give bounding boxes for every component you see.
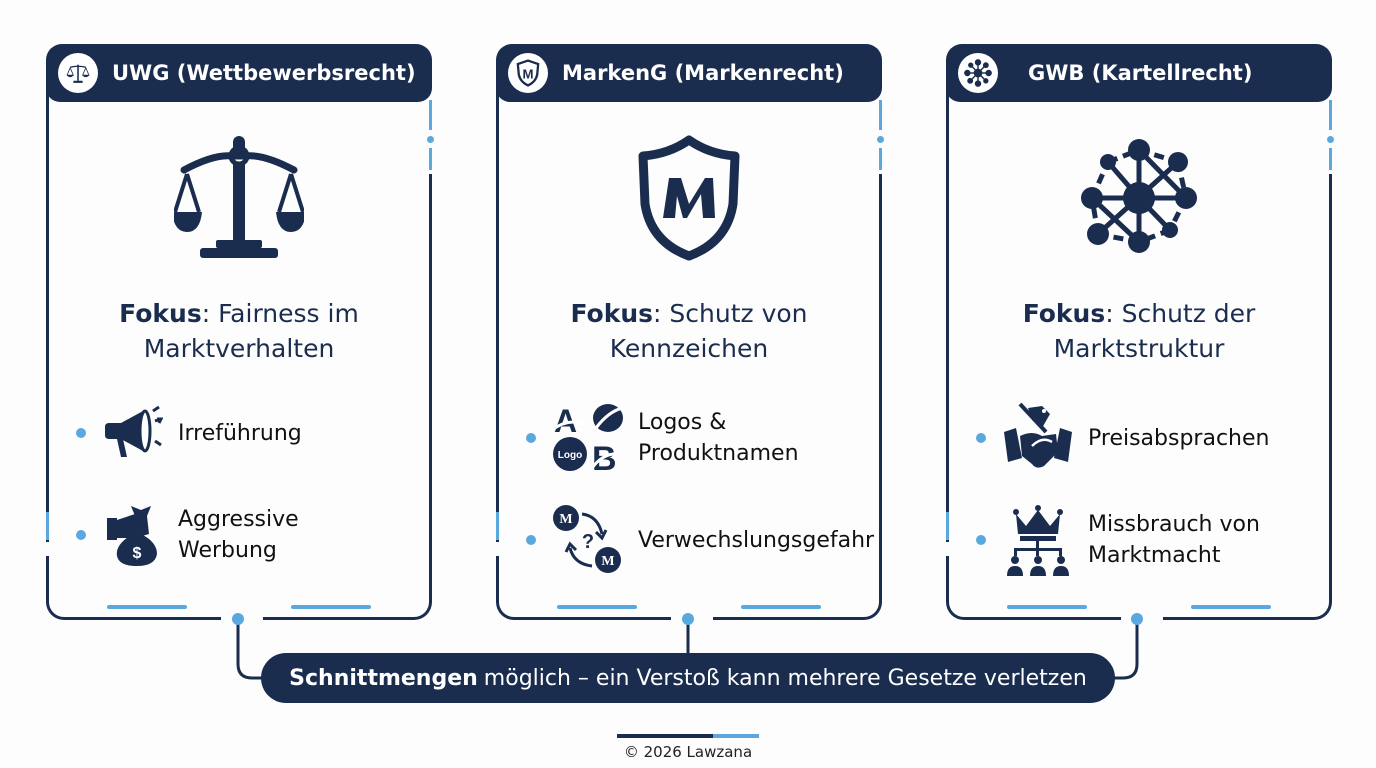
shield-m-icon: M <box>508 53 548 93</box>
accent-line <box>1329 100 1332 130</box>
accent-line <box>429 148 432 170</box>
confusion-icon: ? M M <box>552 504 624 576</box>
item-label: Verwechslungsgefahr <box>638 527 875 553</box>
network-icon <box>946 134 1332 264</box>
list-item-verwechslungsgefahr: ? M M Verwechslungsgefahr <box>526 504 874 576</box>
focus-text: Fokus: Schutz von Kennzeichen <box>570 299 808 363</box>
accent-line <box>879 148 882 170</box>
bullet-dot <box>526 535 536 545</box>
bullet-dot <box>976 433 986 443</box>
accent-dot <box>1327 136 1334 143</box>
card-header: M MarkenG (Markenrecht) <box>496 44 882 102</box>
svg-text:Logo: Logo <box>558 450 582 461</box>
accent-line <box>879 100 882 130</box>
scales-of-justice-icon <box>46 134 432 264</box>
card-header: GWB (Kartellrecht) <box>946 44 1332 102</box>
summary-bold: Schnittmengen <box>289 665 478 691</box>
bullet-dot <box>976 535 986 545</box>
card-title: MarkenG (Markenrecht) <box>562 61 844 85</box>
megaphone-icon <box>102 402 164 464</box>
focus-label: Fokus <box>1022 299 1106 328</box>
svg-text:?: ? <box>582 531 594 553</box>
accent-line <box>1007 605 1087 609</box>
summary-text: möglich – ein Verstoß kann mehrere Geset… <box>483 665 1087 691</box>
item-label: Irreführung <box>178 420 302 446</box>
bullet-dot <box>76 428 86 438</box>
svg-text:M: M <box>559 512 572 527</box>
handshake-price-tag-icon <box>1002 402 1074 474</box>
item-label: Preisabsprachen <box>1088 425 1270 451</box>
accent-line <box>1191 605 1271 609</box>
bullet-dot <box>526 433 536 443</box>
list-item-irrefuehrung: Irreführung <box>76 402 302 464</box>
connector-dot <box>682 613 694 625</box>
focus-text: Fokus: Schutz der Marktstruktur <box>1022 299 1256 363</box>
svg-text:M: M <box>601 554 614 569</box>
svg-text:M: M <box>522 66 533 81</box>
connector-dot <box>232 613 244 625</box>
money-bag-hand-icon: $ <box>102 504 164 566</box>
item-label: Logos &Produktnamen <box>638 410 799 466</box>
logos-icon: A B Logo <box>552 402 624 474</box>
accent-line <box>496 512 499 540</box>
accent-line <box>946 512 949 540</box>
card-markeng: M MarkenG (Markenrecht) Fokus: Schutz vo… <box>496 44 884 620</box>
svg-text:A: A <box>554 403 577 439</box>
scales-icon <box>58 53 98 93</box>
card-uwg: UWG (Wettbewerbsrecht) Fokus: Fairness i… <box>46 44 434 620</box>
accent-dot <box>877 136 884 143</box>
summary-banner: Schnittmengen möglich – ein Verstoß kann… <box>261 653 1115 703</box>
accent-line <box>429 100 432 130</box>
card-title: UWG (Wettbewerbsrecht) <box>112 61 416 85</box>
list-item-logos-produktnamen: A B Logo Logos &Produktnamen <box>526 402 799 474</box>
shield-m-icon <box>496 134 882 264</box>
card-title: GWB (Kartellrecht) <box>1028 61 1253 85</box>
accent-line <box>741 605 821 609</box>
copyright: © 2026 Lawzana <box>623 743 753 761</box>
accent-line <box>291 605 371 609</box>
accent-line <box>46 512 49 540</box>
accent-line <box>1329 148 1332 170</box>
crown-hierarchy-icon <box>1002 504 1074 576</box>
focus-label: Fokus <box>119 299 202 328</box>
focus-label: Fokus <box>570 299 654 328</box>
svg-text:$: $ <box>133 545 142 562</box>
accent-line <box>557 605 637 609</box>
accent-dot <box>427 136 434 143</box>
list-item-preisabsprachen: Preisabsprachen <box>976 402 1269 474</box>
card-gwb: GWB (Kartellrecht) <box>946 44 1334 620</box>
footer-divider <box>617 734 759 738</box>
network-icon <box>958 53 998 93</box>
bullet-dot <box>76 530 86 540</box>
connector-dot <box>1131 613 1143 625</box>
focus-text: Fokus: Fairness im Marktverhalten <box>119 299 359 363</box>
accent-line <box>107 605 187 609</box>
card-header: UWG (Wettbewerbsrecht) <box>46 44 432 102</box>
